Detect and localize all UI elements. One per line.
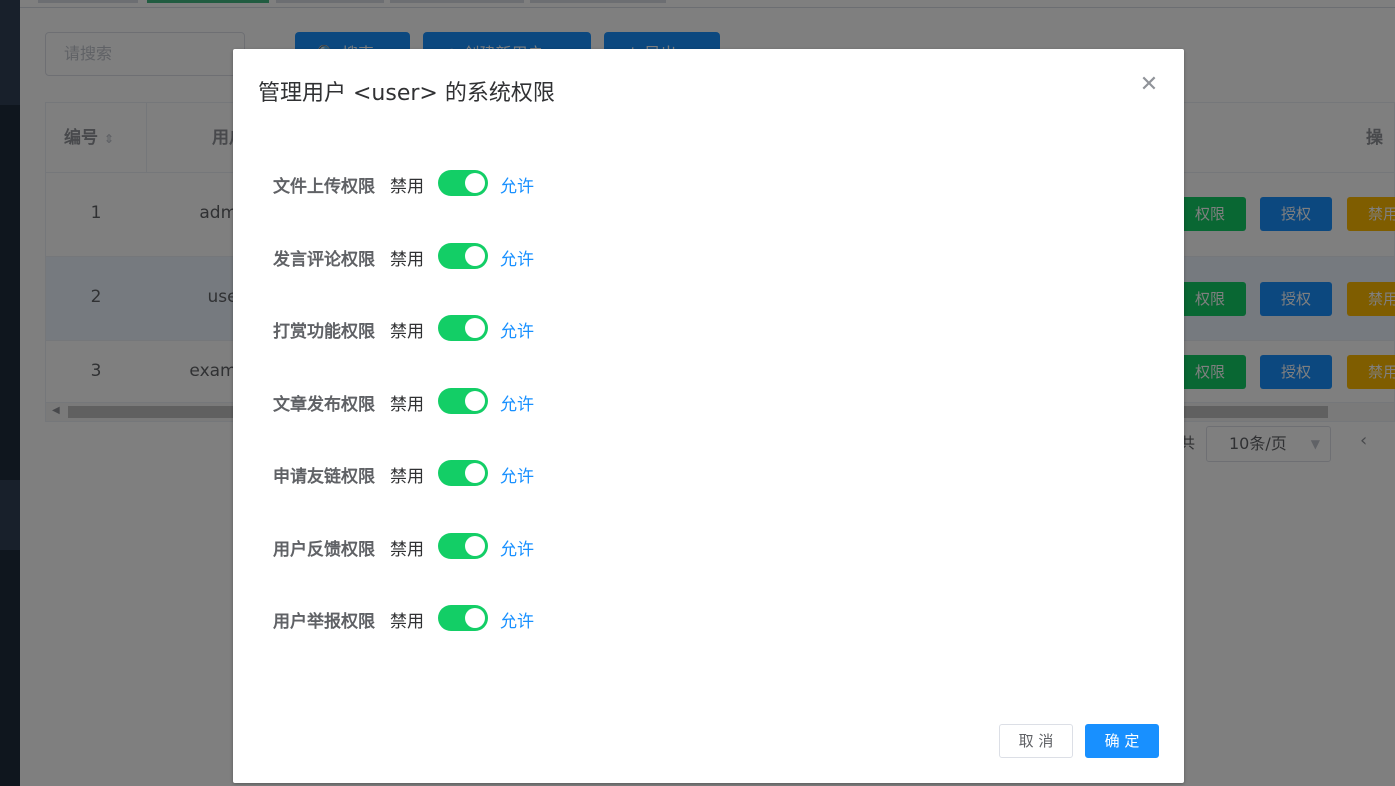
switch-knob: [465, 246, 485, 266]
switch-knob: [465, 608, 485, 628]
permission-row: 用户举报权限 禁用 允许: [233, 603, 1184, 633]
cancel-button[interactable]: 取 消: [999, 724, 1073, 758]
permission-label: 文件上传权限: [273, 177, 375, 197]
permission-row: 打赏功能权限 禁用 允许: [233, 313, 1184, 343]
switch-knob: [465, 536, 485, 556]
switch-knob: [465, 391, 485, 411]
permission-switch[interactable]: [438, 388, 488, 414]
permission-switch[interactable]: [438, 605, 488, 631]
disable-label[interactable]: 禁用: [390, 612, 424, 632]
allow-label[interactable]: 允许: [500, 322, 534, 342]
disable-label[interactable]: 禁用: [390, 467, 424, 487]
permission-switch[interactable]: [438, 460, 488, 486]
allow-label[interactable]: 允许: [500, 250, 534, 270]
close-icon[interactable]: ✕: [1139, 72, 1159, 97]
permission-row: 发言评论权限 禁用 允许: [233, 241, 1184, 271]
permission-row: 用户反馈权限 禁用 允许: [233, 531, 1184, 561]
permission-row: 申请友链权限 禁用 允许: [233, 458, 1184, 488]
disable-label[interactable]: 禁用: [390, 177, 424, 197]
permission-switch[interactable]: [438, 533, 488, 559]
permission-label: 文章发布权限: [273, 395, 375, 415]
permission-label: 用户反馈权限: [273, 540, 375, 560]
dialog-title: 管理用户 <user> 的系统权限: [258, 81, 555, 106]
allow-label[interactable]: 允许: [500, 395, 534, 415]
permission-row: 文件上传权限 禁用 允许: [233, 168, 1184, 198]
allow-label[interactable]: 允许: [500, 177, 534, 197]
switch-knob: [465, 318, 485, 338]
permission-label: 用户举报权限: [273, 612, 375, 632]
allow-label[interactable]: 允许: [500, 612, 534, 632]
permission-switch[interactable]: [438, 170, 488, 196]
confirm-button[interactable]: 确 定: [1085, 724, 1159, 758]
disable-label[interactable]: 禁用: [390, 250, 424, 270]
disable-label[interactable]: 禁用: [390, 322, 424, 342]
permission-label: 发言评论权限: [273, 250, 375, 270]
permission-label: 打赏功能权限: [273, 322, 375, 342]
permission-switch[interactable]: [438, 243, 488, 269]
switch-knob: [465, 173, 485, 193]
permission-label: 申请友链权限: [273, 467, 375, 487]
allow-label[interactable]: 允许: [500, 467, 534, 487]
permission-row: 文章发布权限 禁用 允许: [233, 386, 1184, 416]
switch-knob: [465, 463, 485, 483]
allow-label[interactable]: 允许: [500, 540, 534, 560]
permission-switch[interactable]: [438, 315, 488, 341]
permission-dialog: 管理用户 <user> 的系统权限 ✕ 文件上传权限 禁用 允许 发言评论权限 …: [233, 49, 1184, 783]
disable-label[interactable]: 禁用: [390, 395, 424, 415]
disable-label[interactable]: 禁用: [390, 540, 424, 560]
